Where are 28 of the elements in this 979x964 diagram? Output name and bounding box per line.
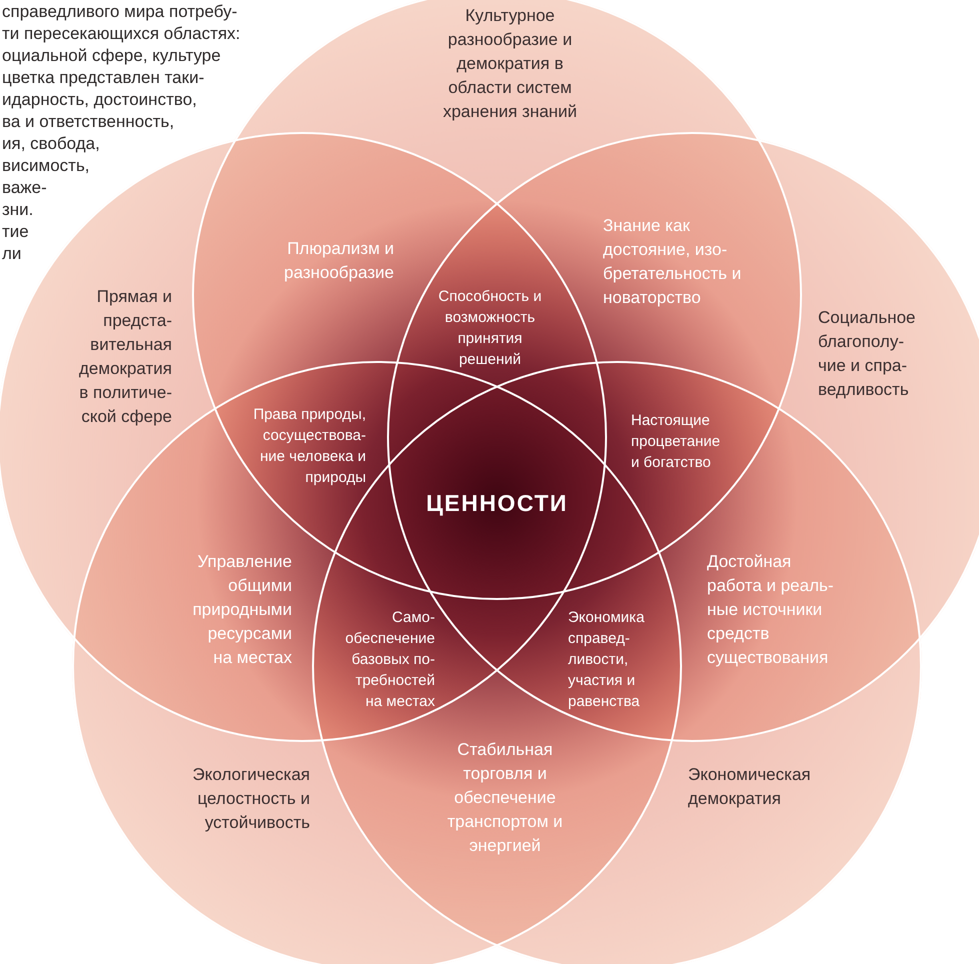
paragraph-line: зни.	[2, 199, 34, 221]
paragraph-line: ия, свобода,	[2, 133, 100, 155]
paragraph-line: ли	[2, 243, 22, 265]
region-label: Экономическая демократия	[688, 764, 812, 810]
region-label: Права природы, сосуществова- ние человека и природы	[252, 405, 366, 488]
paragraph-line: важе-	[2, 177, 47, 199]
region-label: Стабильная торговля и обеспечение транспортом и энергией	[446, 739, 564, 857]
center-label: ЦЕННОСТИ	[425, 489, 569, 517]
region-label: Знание как достояние, изо- бретательность и новаторство	[603, 215, 742, 309]
paragraph-line: идарность, достоинство,	[2, 89, 197, 111]
region-label: Прямая и предста- вительная демократия в политиче- ской сфере	[78, 286, 172, 428]
region-label: Способность и возможность принятия решений	[437, 287, 543, 370]
region-label: Социальное благополу- чие и спра- ведливость	[818, 307, 916, 401]
region-label: Экологическая целостность и устойчивость	[192, 764, 310, 834]
region-label: Достойная работа и реаль- ные источники средств существования	[707, 551, 835, 669]
paragraph-line: висимость,	[2, 155, 90, 177]
region-label: Культурное разнообразие и демократия в области систем хранения знаний	[442, 5, 578, 123]
region-label: Экономика справед- ливости, участия и равенства	[568, 608, 646, 712]
region-label: Настоящие процветание и богатство	[631, 411, 722, 473]
paragraph-line: справедливого мира потребу-	[2, 1, 238, 23]
paragraph-line: оциальной сфере, культуре	[2, 45, 221, 67]
paragraph-line: ти пересекающихся областях:	[2, 23, 240, 45]
paragraph-line: ва и ответственность,	[2, 111, 174, 133]
region-label: Само- обеспечение базовых по- требностей на местах	[344, 608, 435, 712]
paragraph-line: тие	[2, 221, 29, 243]
region-label: Управление общими природными ресурсами на местах	[192, 551, 292, 669]
region-label: Плюрализм и разнообразие	[282, 238, 394, 284]
paragraph-line: цветка представлен таки-	[2, 67, 204, 89]
